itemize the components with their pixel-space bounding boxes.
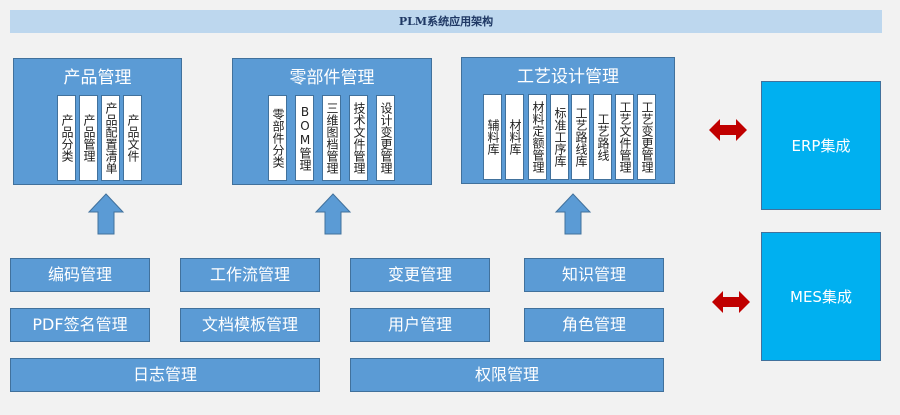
module-item: 工艺路线 [593, 94, 612, 180]
module-item: 辅料库 [483, 94, 502, 180]
base-module: 工作流管理 [180, 258, 320, 292]
module-item: 设计变更管理 [376, 95, 395, 181]
module-item: 产品配置清单 [101, 95, 120, 181]
base-module: PDF签名管理 [10, 308, 150, 342]
arrow-up-icon [87, 193, 125, 235]
module-item: 标准工序库 [550, 94, 569, 180]
double-arrow-icon [712, 291, 750, 313]
module-title: 产品管理 [63, 68, 132, 88]
module-item: 技术文件管理 [349, 95, 368, 181]
base-module: 权限管理 [350, 358, 664, 392]
module-item: 产品管理 [79, 95, 98, 181]
module-item: 工艺变更管理 [637, 94, 656, 180]
diagram-title: PLM系统应用架构 [10, 10, 882, 33]
base-module: 用户管理 [350, 308, 490, 342]
module-product: 产品管理 产品分类 产品管理 产品配置清单 产品文件 [13, 58, 182, 185]
base-module: 日志管理 [10, 358, 320, 392]
module-item: 工艺路线库 [571, 94, 590, 180]
arrow-up-icon [314, 193, 352, 235]
arrow-up-icon [554, 193, 592, 235]
module-item: 产品分类 [57, 95, 76, 181]
module-item: 零部件分类 [268, 95, 287, 181]
module-item: BOM管理 [295, 95, 314, 181]
module-title: 零部件管理 [289, 68, 375, 88]
module-process: 工艺设计管理 辅料库 材料库 材料定额管理 标准工序库 工艺路线库 工艺路线 工… [461, 57, 675, 184]
module-item: 材料定额管理 [528, 94, 547, 180]
module-item: 三维图档管理 [322, 95, 341, 181]
module-title: 工艺设计管理 [517, 67, 619, 87]
module-item: 材料库 [505, 94, 524, 180]
base-module: 编码管理 [10, 258, 150, 292]
module-parts: 零部件管理 零部件分类 BOM管理 三维图档管理 技术文件管理 设计变更管理 [232, 58, 432, 185]
erp-integration: ERP集成 [761, 81, 881, 210]
double-arrow-icon [709, 119, 747, 141]
base-module: 知识管理 [524, 258, 664, 292]
module-item: 工艺文件管理 [615, 94, 634, 180]
base-module: 变更管理 [350, 258, 490, 292]
base-module: 角色管理 [524, 308, 664, 342]
module-item: 产品文件 [123, 95, 142, 181]
mes-integration: MES集成 [761, 232, 881, 361]
base-module: 文档模板管理 [180, 308, 320, 342]
